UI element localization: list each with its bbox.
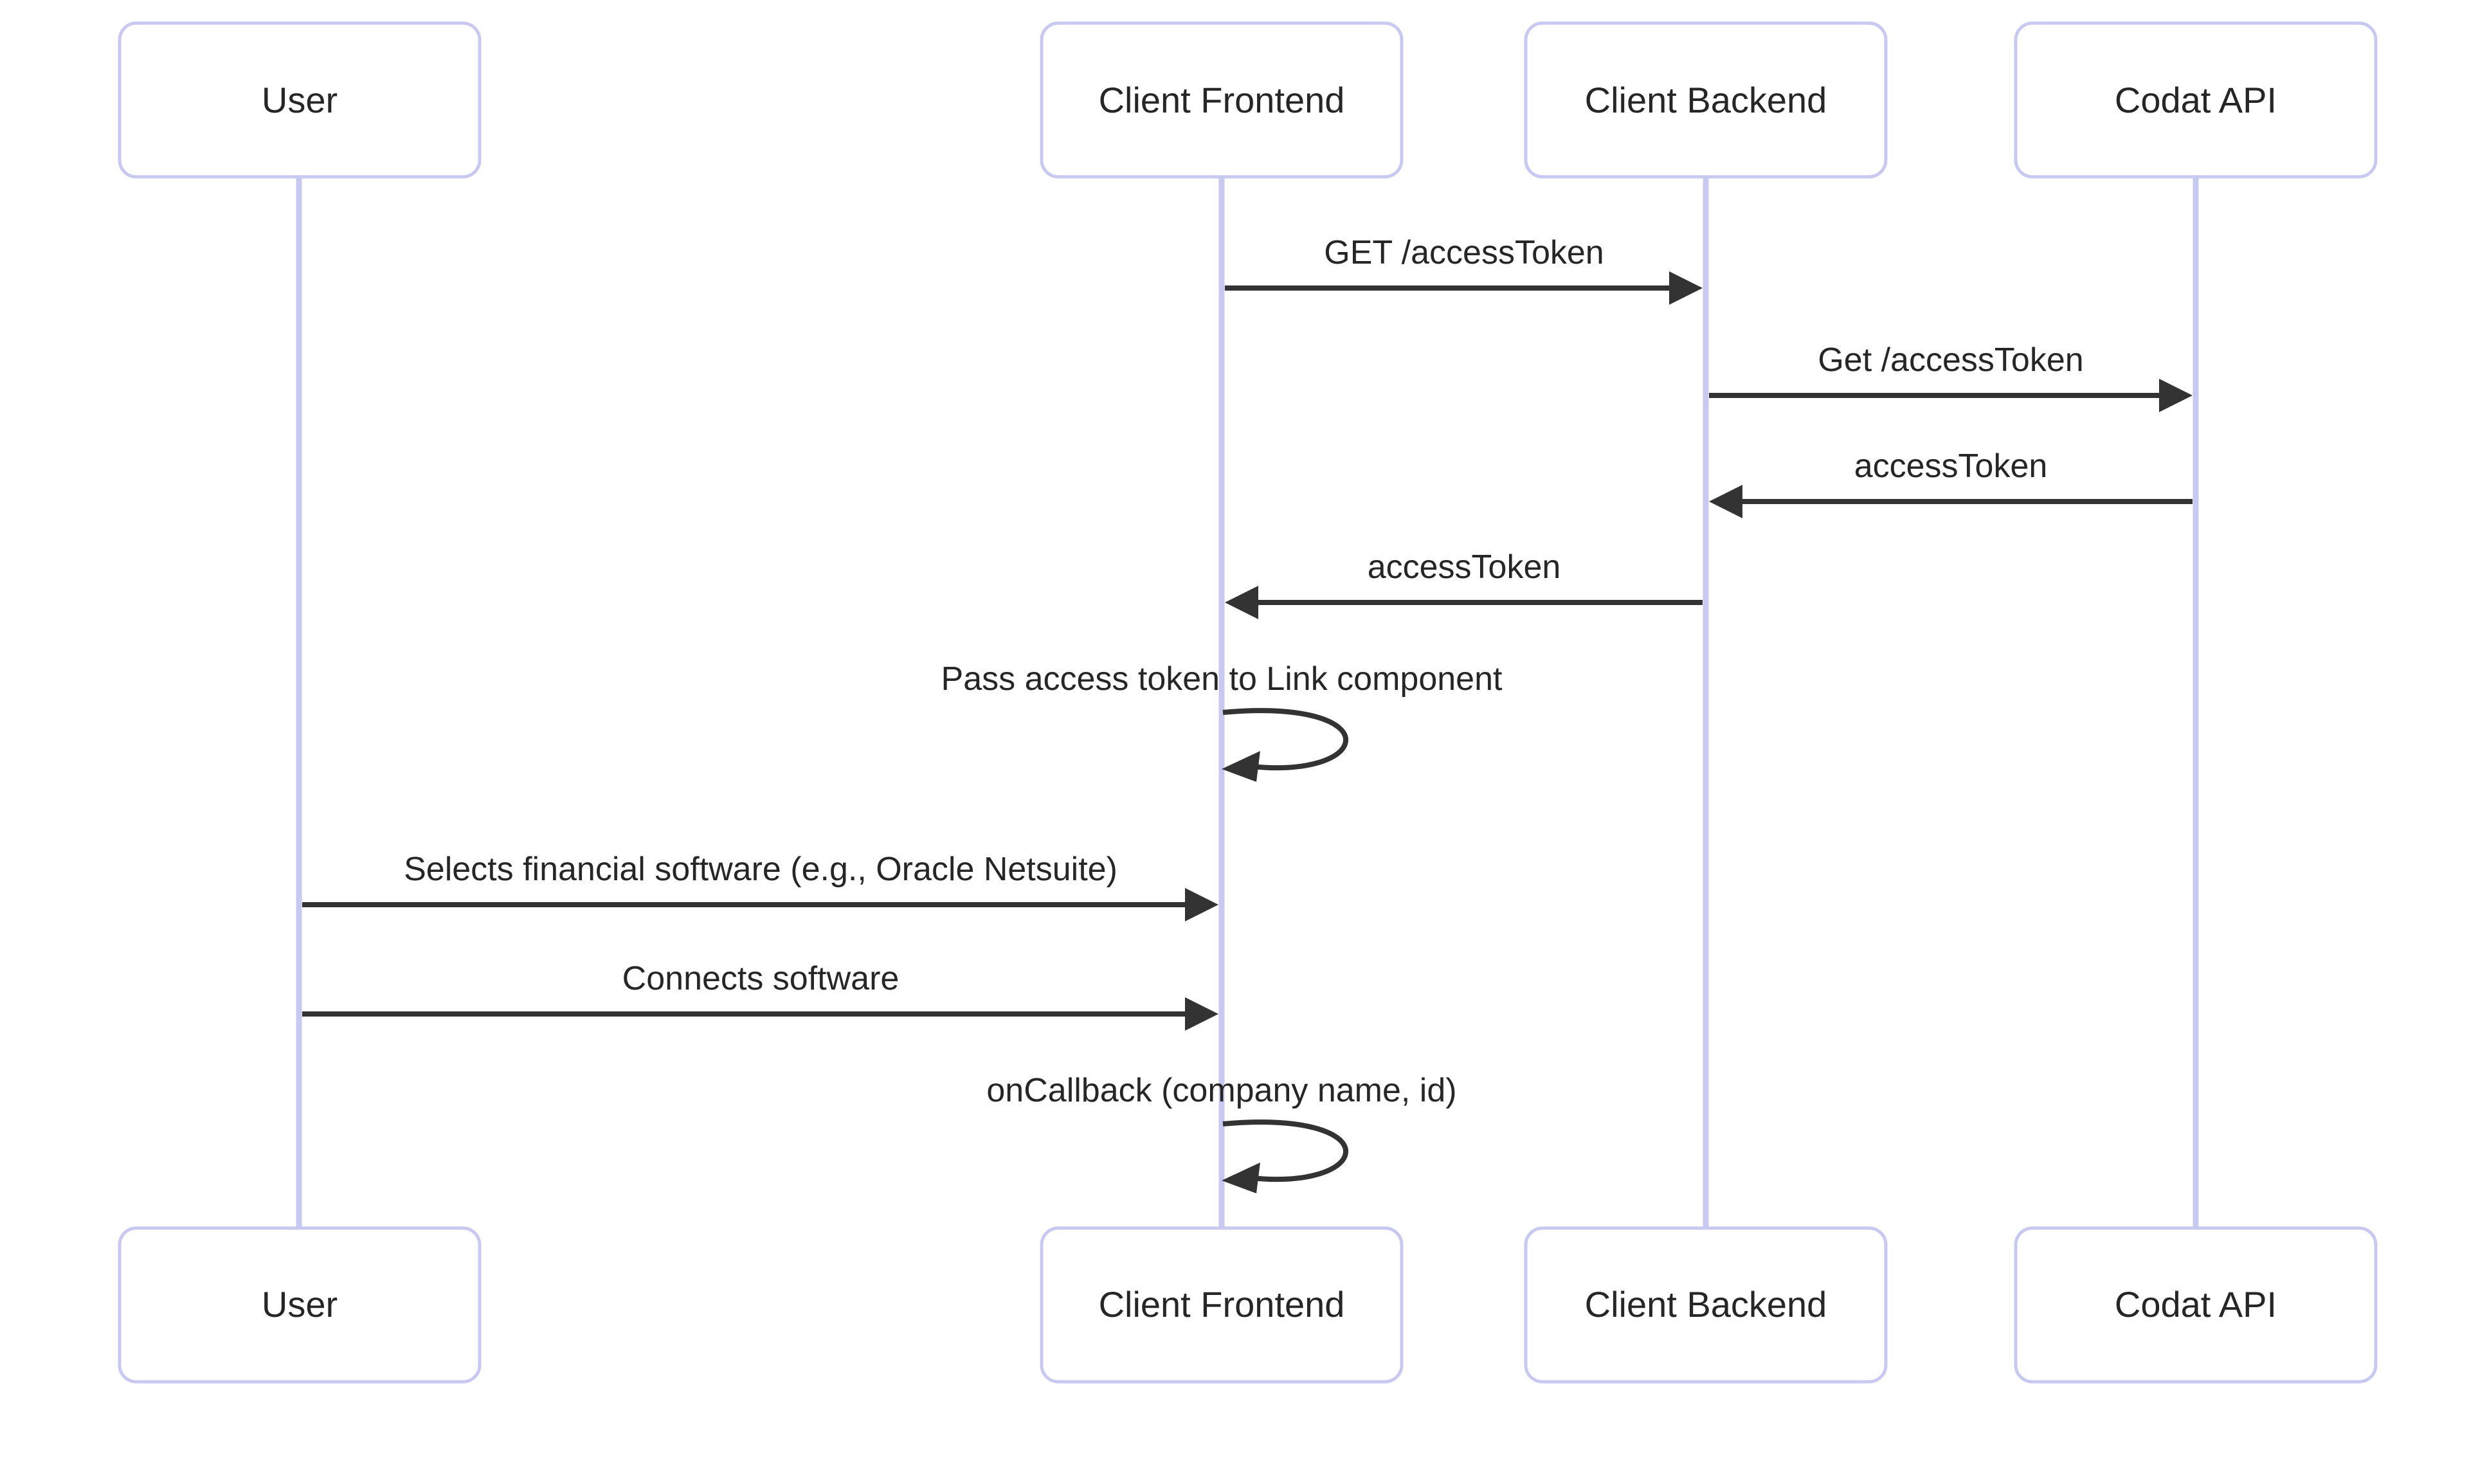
message-label-m6: Selects financial software (e.g., Oracle… (404, 851, 1117, 888)
actor-boxes-top: User Client Frontend Client Backend Coda… (118, 21, 2378, 179)
actor-box-top-user-label: User (262, 80, 338, 120)
actor-box-top-client-frontend[interactable]: Client Frontend (1040, 21, 1404, 179)
actor-box-top-client-frontend-label: Client Frontend (1099, 80, 1345, 120)
actor-box-top-user-rect (118, 21, 482, 179)
actor-box-top-codat-api-rect (2014, 21, 2378, 179)
actor-box-bottom-codat-api[interactable]: Codat API (2014, 1226, 2378, 1384)
actor-box-bottom-client-frontend-label: Client Frontend (1099, 1284, 1345, 1325)
message-loop-path-m8 (1222, 1119, 1348, 1182)
message-label-m8: onCallback (company name, id) (986, 1072, 1456, 1109)
actor-box-bottom-client-frontend[interactable]: Client Frontend (1040, 1226, 1404, 1384)
message-access-token-backend-to-frontend[interactable]: accessToken (1225, 548, 1703, 619)
actor-box-bottom-user-label: User (262, 1284, 338, 1325)
message-arrowhead-m7 (1185, 997, 1218, 1031)
actor-box-bottom-client-backend-label: Client Backend (1585, 1284, 1827, 1325)
message-label-m5: Pass access token to Link component (941, 660, 1503, 698)
actor-box-bottom-user-rect (118, 1226, 482, 1384)
message-label-m4: accessToken (1368, 548, 1561, 586)
actor-box-top-client-backend-label: Client Backend (1585, 80, 1827, 120)
message-arrowhead-m5 (1222, 751, 1260, 782)
message-arrowhead-m8 (1222, 1163, 1260, 1193)
actor-box-top-codat-api-label: Codat API (2115, 80, 2277, 120)
message-arrowhead-m4 (1225, 586, 1258, 619)
actor-box-top-user[interactable]: User (118, 21, 482, 179)
message-selects-financial-software[interactable]: Selects financial software (e.g., Oracle… (302, 851, 1218, 921)
actor-box-bottom-client-frontend-rect (1040, 1226, 1404, 1384)
lifelines-group (296, 177, 2199, 1228)
actor-box-bottom-user[interactable]: User (118, 1226, 482, 1384)
actor-boxes-bottom: User Client Frontend Client Backend Coda… (118, 1226, 2378, 1384)
actor-box-top-client-backend-rect (1524, 21, 1888, 179)
message-loop-path-m5 (1222, 708, 1348, 771)
message-label-m3: accessToken (1854, 448, 2048, 485)
message-connects-software[interactable]: Connects software (302, 960, 1218, 1031)
message-label-m7: Connects software (622, 960, 900, 997)
message-label-m2: Get /accessToken (1818, 341, 2083, 379)
actor-box-top-client-frontend-rect (1040, 21, 1404, 179)
message-get-access-token-frontend-to-backend[interactable]: GET /accessToken (1225, 234, 1703, 305)
actor-box-bottom-client-backend[interactable]: Client Backend (1524, 1226, 1888, 1384)
message-arrowhead-m1 (1669, 271, 1703, 305)
message-arrowhead-m6 (1185, 888, 1218, 921)
message-label-m1: GET /accessToken (1324, 234, 1604, 271)
actor-box-top-client-backend[interactable]: Client Backend (1524, 21, 1888, 179)
message-access-token-api-to-backend[interactable]: accessToken (1709, 448, 2193, 518)
actor-box-bottom-client-backend-rect (1524, 1226, 1888, 1384)
message-arrowhead-m2 (2159, 379, 2193, 412)
message-on-callback-self-loop[interactable]: onCallback (company name, id) (986, 1072, 1457, 1193)
message-pass-access-token-self-loop[interactable]: Pass access token to Link component (941, 660, 1503, 782)
message-get-access-token-backend-to-api[interactable]: Get /accessToken (1709, 341, 2193, 412)
actor-box-bottom-codat-api-label: Codat API (2115, 1284, 2277, 1325)
actor-box-top-codat-api[interactable]: Codat API (2014, 21, 2378, 179)
actor-box-bottom-codat-api-rect (2014, 1226, 2378, 1384)
message-arrowhead-m3 (1709, 485, 1742, 518)
